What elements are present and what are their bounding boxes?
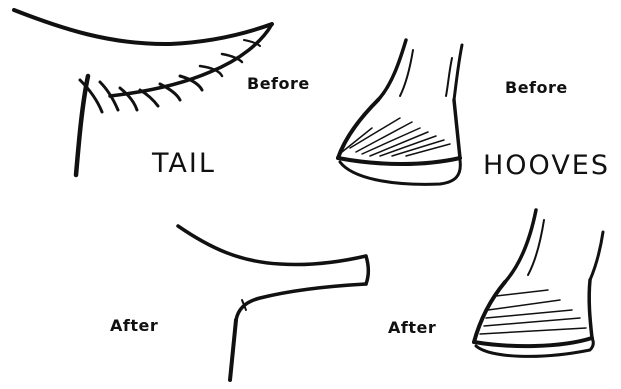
tail-after-label: After xyxy=(110,316,158,335)
tail-before-drawing xyxy=(14,10,272,175)
hooves-after-label: After xyxy=(388,318,436,337)
tail-title: TAIL xyxy=(152,148,216,179)
tail-before-label: Before xyxy=(247,74,310,93)
hoof-before-drawing xyxy=(338,40,462,184)
hoof-after-drawing xyxy=(474,210,603,356)
hooves-title: HOOVES xyxy=(483,150,610,181)
hooves-before-label: Before xyxy=(505,78,568,97)
tail-after-drawing xyxy=(178,226,368,380)
